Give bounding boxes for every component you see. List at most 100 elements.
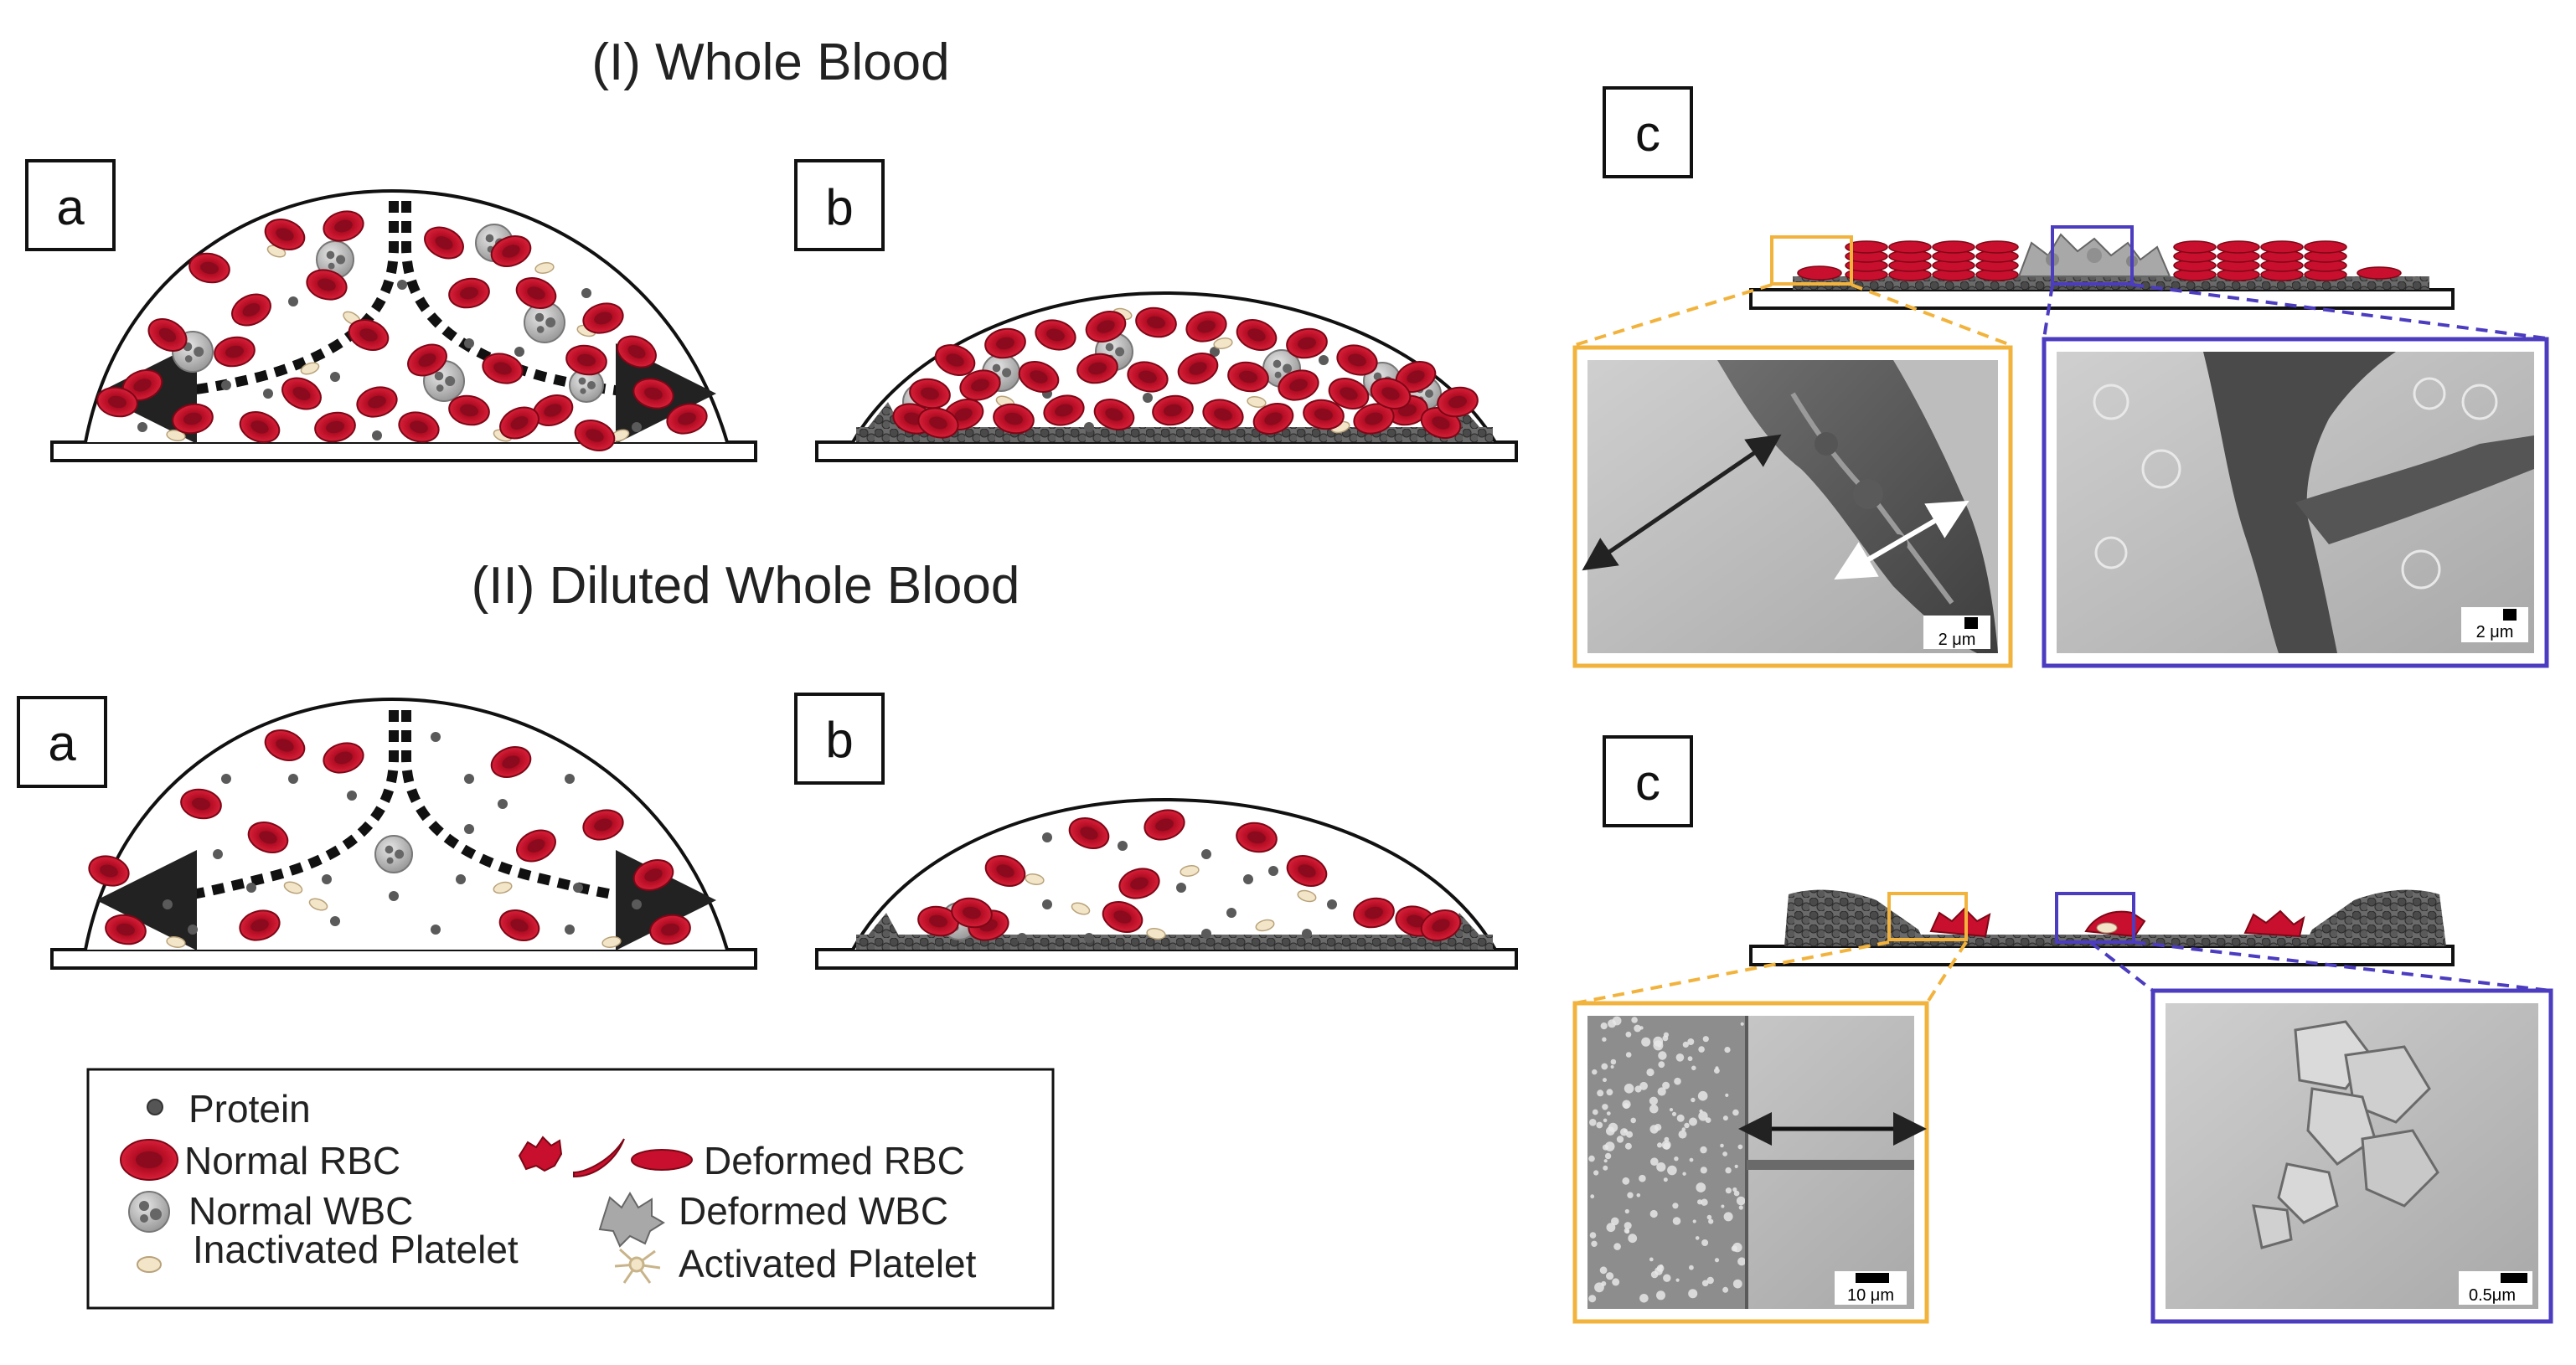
platelet [300, 362, 320, 375]
rbc [147, 318, 188, 352]
speckle [1641, 1037, 1651, 1047]
protein [1042, 832, 1052, 842]
speckle [1599, 1266, 1608, 1275]
rbc [281, 377, 322, 410]
scale-bar-wb-blue: 2 μm [2476, 623, 2514, 641]
deformed-rbc-cluster-3 [2243, 909, 2305, 938]
rbc [1177, 353, 1219, 384]
speckle [1706, 1214, 1712, 1220]
speckle [1608, 1019, 1617, 1028]
rbc [574, 420, 616, 451]
speckle [1624, 1129, 1628, 1133]
panel-label-c-bottom: c [1603, 735, 1693, 827]
speckle [1588, 1295, 1597, 1303]
speckle [1623, 1103, 1629, 1109]
rbc [516, 829, 556, 863]
legend-frame [86, 1068, 1055, 1310]
speckle [1664, 1136, 1670, 1142]
rbc [1278, 369, 1319, 401]
speckle [1689, 1157, 1694, 1162]
speckle [1631, 1017, 1638, 1023]
legend-activated-platelet: Activated Platelet [679, 1242, 977, 1285]
speckle [1713, 1068, 1720, 1074]
rbc [1303, 399, 1345, 430]
protein [330, 916, 340, 926]
protein [288, 296, 298, 306]
speckle [1720, 1143, 1724, 1148]
speckle [1691, 1097, 1696, 1103]
rbc [582, 302, 624, 334]
panel-label-a-bottom-text: a [48, 715, 76, 771]
rbc [247, 822, 289, 853]
protein [1176, 883, 1186, 893]
zoom-box-blue [2051, 225, 2134, 286]
platelet [166, 936, 186, 948]
speckle [1639, 1174, 1646, 1182]
rbc [1102, 901, 1143, 933]
speckle [1606, 1089, 1613, 1096]
cells-diluted-a [88, 729, 691, 948]
inactivated-platelet-icon [137, 1256, 162, 1273]
speckle [1608, 1122, 1618, 1133]
protein [246, 883, 256, 893]
rbc [1420, 909, 1462, 941]
speckle [1657, 1087, 1666, 1096]
speckle [1592, 1069, 1598, 1075]
speckle [1591, 1240, 1598, 1248]
rbc [515, 277, 557, 309]
panel-label-c-bottom-text: c [1635, 755, 1660, 811]
rbc [959, 369, 1001, 401]
panel-label-a-top-text: a [56, 179, 85, 235]
speckle [1613, 1243, 1621, 1250]
rbc [917, 407, 959, 439]
rbc [214, 336, 256, 368]
panel-label-b-bottom-text: b [825, 712, 853, 768]
speckle [1672, 1203, 1679, 1209]
speckle [1625, 1052, 1632, 1058]
rbc [356, 386, 398, 418]
rbc [180, 788, 222, 820]
sem-image-whole-blood-center: 2 μm [2042, 337, 2549, 668]
rbc [264, 729, 306, 761]
rbc [582, 809, 624, 841]
sem-image-diluted-edge: 10 μm [1572, 1001, 1929, 1324]
crystal-cluster [2252, 1020, 2439, 1249]
speckle [1671, 1111, 1677, 1116]
speckle [1656, 1162, 1666, 1172]
rbc [617, 335, 657, 368]
rbc [498, 909, 540, 941]
protein [1118, 841, 1128, 851]
speckle [1649, 1096, 1658, 1105]
panel-label-c-top-text: c [1635, 106, 1660, 162]
speckle [1721, 1204, 1725, 1208]
speckle [1603, 1078, 1607, 1083]
platelet [283, 881, 303, 894]
platelet [534, 262, 555, 274]
panel-label-b-top: b [794, 159, 885, 251]
speckle [1725, 1187, 1732, 1194]
speckle [1733, 1190, 1740, 1197]
protein [322, 874, 332, 884]
rbc [448, 277, 490, 309]
speckle [1691, 1065, 1696, 1071]
speckle [1600, 1022, 1608, 1030]
speckle [1702, 1036, 1709, 1043]
substrate [1749, 945, 2455, 966]
protein [1327, 899, 1337, 909]
deformed-rbc-cluster-1 [1929, 907, 1991, 938]
speckle [1676, 1114, 1685, 1122]
stacked-rbc-deposit [1797, 240, 2402, 281]
rbc [1370, 378, 1412, 410]
speckle [1700, 1146, 1707, 1154]
rbc [951, 897, 993, 929]
speckle [1732, 1187, 1737, 1192]
rbc [105, 914, 147, 945]
rbc [1236, 822, 1278, 853]
protein [1042, 899, 1052, 909]
protein [1319, 355, 1329, 365]
rbc [632, 859, 674, 891]
platelet [493, 881, 513, 894]
protein [632, 899, 642, 909]
speckle [1725, 1093, 1729, 1097]
protein [514, 347, 524, 357]
